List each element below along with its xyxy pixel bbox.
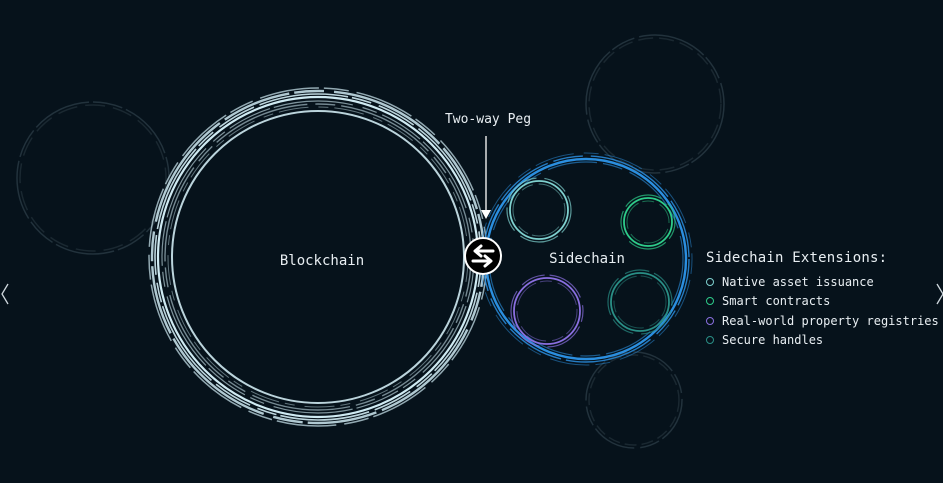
extension-ring-0 — [509, 180, 569, 240]
legend-item-property-registries: Real-world property registries — [706, 311, 943, 331]
extension-ring-inner-3 — [613, 275, 667, 329]
extension-ring-outer-3 — [607, 269, 673, 335]
bg-ring-left — [16, 101, 170, 255]
sidechain-ring-2 — [488, 161, 684, 357]
extension-ring-outer-2 — [510, 274, 584, 348]
bg-ring-top-right — [585, 34, 725, 174]
bg-ring-bottom — [585, 351, 683, 449]
legend-dot-icon — [706, 336, 714, 345]
bg-ring-top-right-inner — [588, 37, 722, 171]
chevron-right-icon — [936, 283, 943, 305]
sidechain-extensions-legend: Sidechain Extensions: Native asset issua… — [706, 250, 943, 350]
legend-items: Native asset issuance Smart contracts Re… — [706, 272, 943, 350]
legend-item-smart-contracts: Smart contracts — [706, 292, 943, 312]
legend-dot-icon — [706, 277, 714, 286]
swap-arrows-icon[interactable] — [464, 237, 502, 275]
legend-dot-icon — [706, 297, 714, 306]
background-rings — [16, 34, 725, 449]
legend-item-secure-handles: Secure handles — [706, 331, 943, 351]
legend-title: Sidechain Extensions: — [706, 250, 888, 266]
blockchain-label: Blockchain — [280, 253, 364, 269]
legend-dot-icon — [706, 316, 714, 325]
bg-ring-bottom-inner — [588, 354, 680, 446]
extension-ring-2 — [513, 277, 581, 345]
extension-ring-inner-2 — [516, 280, 578, 342]
bg-ring-left-inner — [19, 104, 167, 252]
legend-item-label: Real-world property registries — [722, 313, 939, 328]
extension-rings — [506, 177, 676, 348]
legend-item-label: Smart contracts — [722, 294, 831, 309]
extension-ring-inner-1 — [626, 200, 670, 244]
extension-ring-1 — [623, 197, 673, 247]
legend-item-label: Native asset issuance — [722, 274, 874, 289]
chevron-left-icon — [1, 283, 9, 305]
legend-item-native-asset: Native asset issuance — [706, 272, 943, 292]
sidechain-label: Sidechain — [549, 251, 625, 267]
extension-ring-3 — [610, 272, 670, 332]
nav-next-button[interactable] — [935, 282, 943, 306]
peg-label: Two-way Peg — [445, 112, 531, 127]
legend-item-label: Secure handles — [722, 333, 824, 348]
extension-ring-outer-0 — [506, 177, 572, 243]
peg-arrow — [481, 136, 491, 219]
extension-ring-inner-0 — [512, 183, 566, 237]
blockchain-ring-7 — [171, 110, 465, 404]
nav-prev-button[interactable] — [0, 282, 10, 306]
extension-ring-outer-1 — [620, 194, 676, 250]
